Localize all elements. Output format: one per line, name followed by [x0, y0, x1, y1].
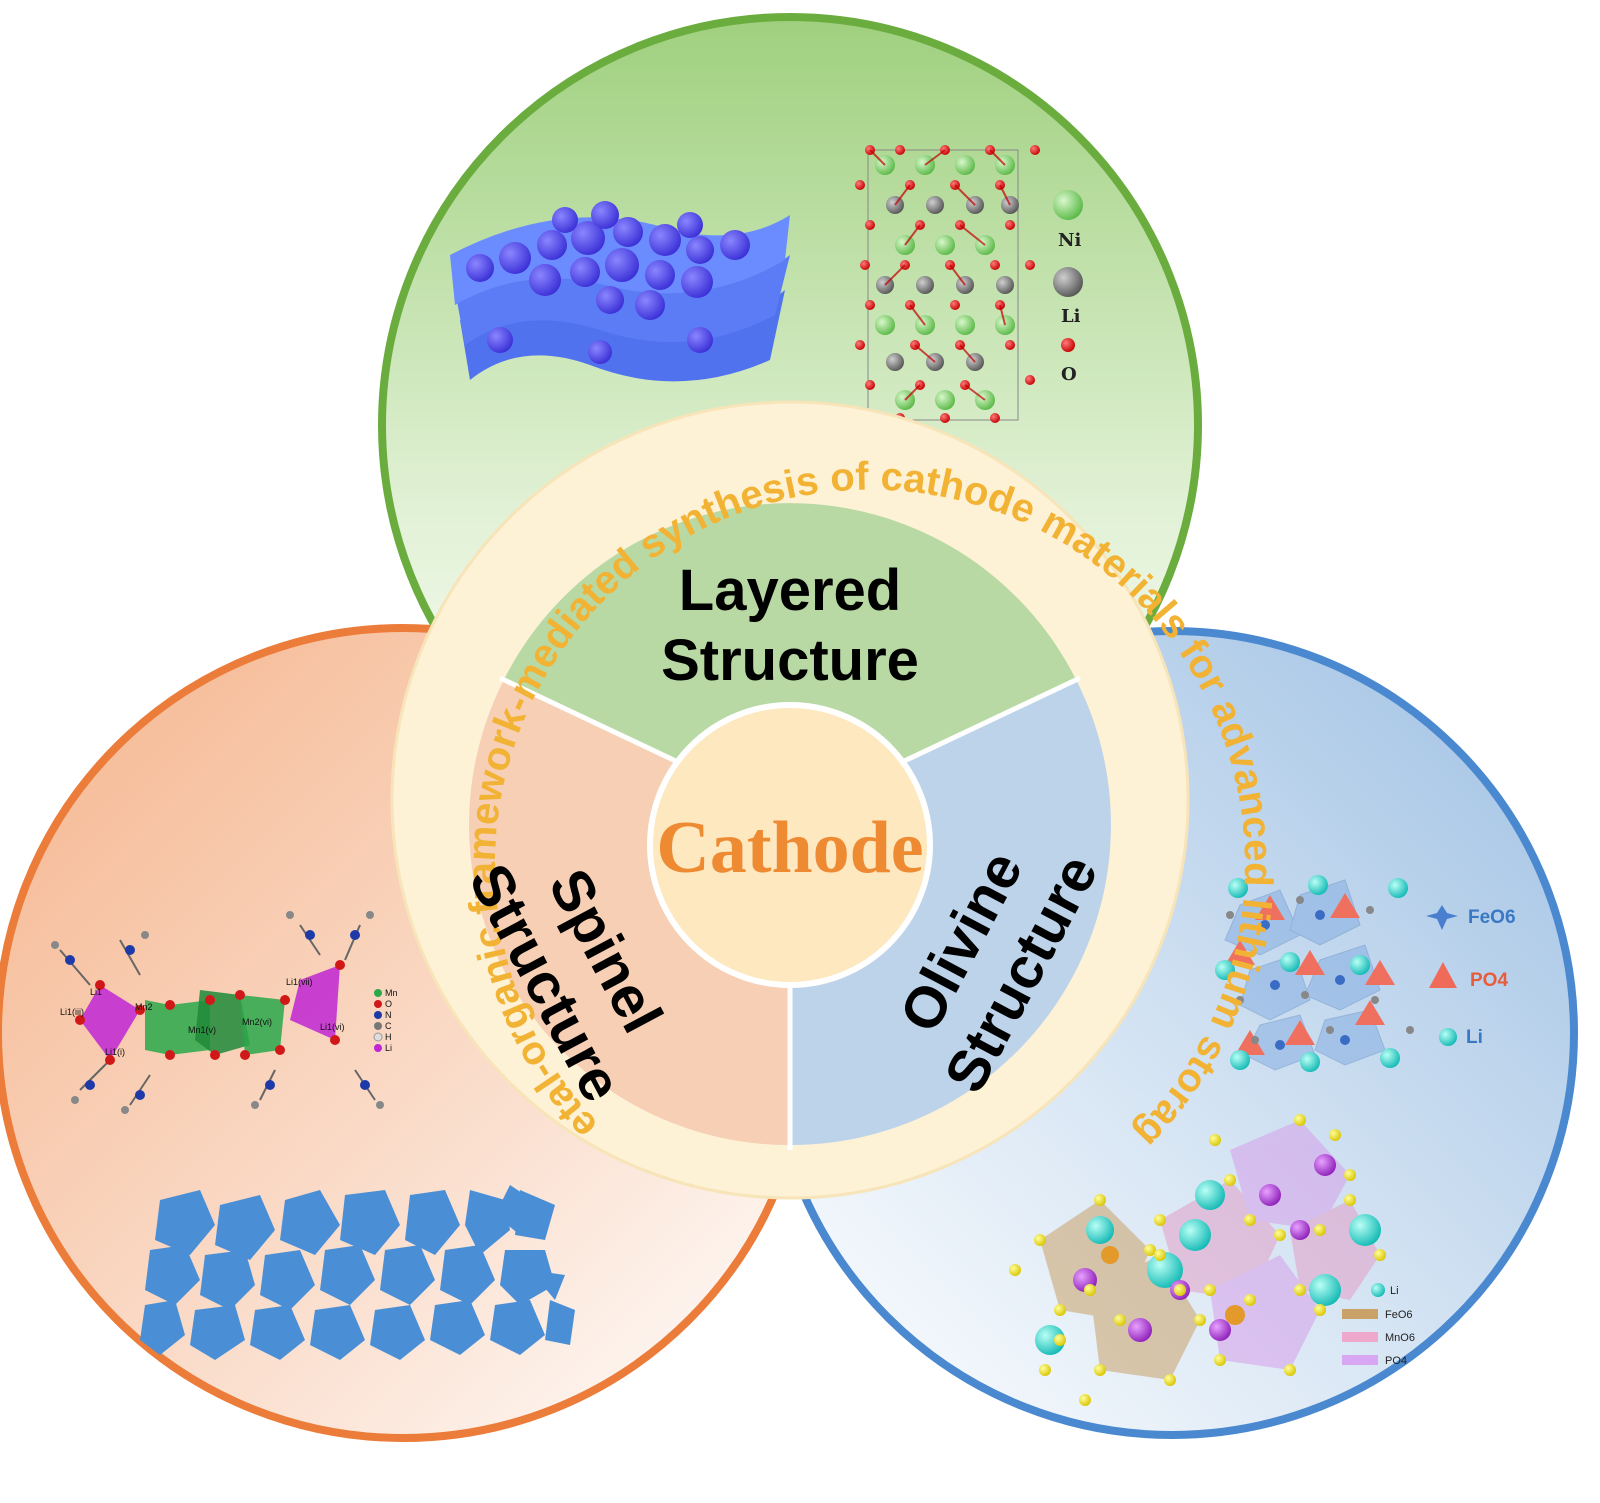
spinel-particles-illustration: [140, 1185, 575, 1360]
li-top-swatch: [1439, 1028, 1457, 1046]
layered-sector: [503, 503, 1077, 815]
po4-bottom-legend-label: PO4: [1385, 1355, 1407, 1367]
mol-label-li1vii: Li1(vii): [286, 977, 313, 987]
center-circle: [647, 702, 933, 988]
layered-label-line1: Layered: [679, 558, 901, 623]
mno6-bottom-legend-label: MnO6: [1385, 1332, 1415, 1344]
ni-legend-label: Ni: [1058, 230, 1081, 251]
spinel-atom-legend: Mn O N C H Li: [373, 988, 398, 1053]
layered-label-line2: Structure: [661, 628, 919, 693]
layered-crystal-structure: [855, 145, 1040, 423]
olivine-crystal-bottom: [1009, 1114, 1386, 1406]
olivine-legend-top: FeO6 PO4 Li: [1426, 905, 1516, 1048]
mno6-bottom-swatch: [1342, 1332, 1378, 1342]
feo6-bottom-legend-label: FeO6: [1385, 1309, 1413, 1321]
li-bottom-legend-label: Li: [1390, 1285, 1399, 1297]
atom-legend-h: H: [385, 1032, 392, 1042]
mol-label-mn2vi: Mn2(vi): [242, 1017, 272, 1027]
olivine-crystal-top: [1215, 875, 1414, 1072]
spinel-molecular-structure: Li1 Mn2 Mn1(v) Mn2(vi) Li1(vii) Li1(vi) …: [51, 911, 398, 1114]
po4-triangle-icon: [1429, 962, 1457, 988]
po4-legend-label: PO4: [1470, 970, 1508, 991]
olivine-legend-bottom: Li FeO6 MnO6 PO4: [1342, 1283, 1415, 1367]
mol-label-li1i: Li1(i): [105, 1047, 125, 1057]
li-legend-label: Li: [1061, 306, 1081, 327]
mol-label-mn2: Mn2: [135, 1002, 153, 1012]
li-top-legend-label: Li: [1466, 1027, 1483, 1048]
feo6-legend-label: FeO6: [1468, 907, 1516, 928]
feo6-star-icon: [1426, 905, 1458, 930]
atom-legend-c: C: [385, 1021, 392, 1031]
mol-label-li1iii: Li1(iii): [60, 1007, 84, 1017]
atom-legend-mn: Mn: [385, 988, 398, 998]
layered-nanosheet-illustration: [450, 201, 790, 382]
li-legend-swatch: [1053, 267, 1083, 297]
li-bottom-swatch: [1371, 1283, 1385, 1297]
feo6-bottom-swatch: [1342, 1309, 1378, 1319]
atom-legend-n: N: [385, 1010, 392, 1020]
center-label: Cathode: [656, 807, 923, 889]
atom-legend-o: O: [385, 999, 392, 1009]
po4-bottom-swatch: [1342, 1355, 1378, 1365]
mol-label-li1vi: Li1(vi): [320, 1022, 345, 1032]
o-legend-swatch: [1061, 338, 1075, 352]
mol-label-mn1v: Mn1(v): [188, 1025, 216, 1035]
o-legend-label: O: [1061, 364, 1077, 385]
mol-label-li1: Li1: [90, 987, 102, 997]
ni-legend-swatch: [1053, 190, 1083, 220]
atom-legend-li: Li: [385, 1043, 392, 1053]
layered-legend: Ni Li O: [1053, 190, 1083, 385]
